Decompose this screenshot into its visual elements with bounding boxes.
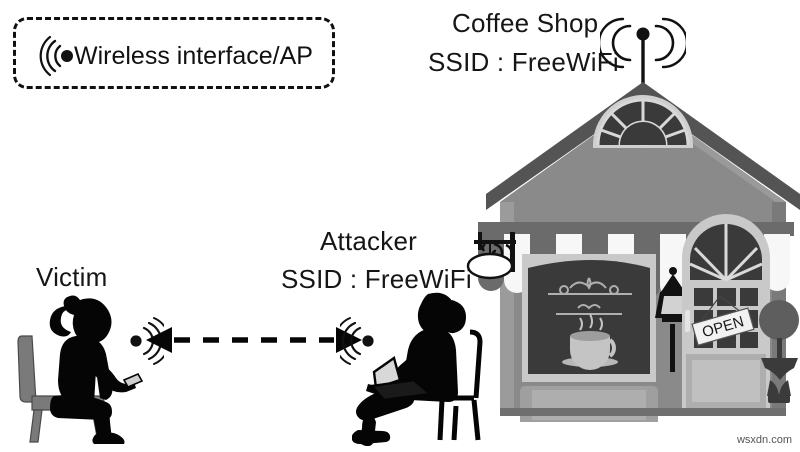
shop-door: OPEN xyxy=(682,214,770,410)
wireless-signal-icon xyxy=(340,316,378,366)
coffee-cup-icon xyxy=(562,313,618,370)
legend-label: Wireless interface/AP xyxy=(74,42,313,70)
fan-window xyxy=(593,95,693,148)
coffee-shop-ssid-label: SSID : FreeWiFi xyxy=(428,47,619,77)
attacker-title: Attacker xyxy=(320,226,417,256)
seated-woman-with-phone-icon xyxy=(14,292,164,444)
victim-title: Victim xyxy=(36,262,108,292)
coffee-shop-title: Coffee Shop xyxy=(452,8,599,38)
wireless-signal-icon xyxy=(30,34,78,78)
hanging-shop-sign-icon xyxy=(466,228,528,298)
watermark: wsxdn.com xyxy=(736,434,792,446)
seated-woman-with-laptop-icon xyxy=(352,288,492,446)
shop-window xyxy=(520,254,658,422)
attacker-ssid-label: SSID : FreeWiFi xyxy=(281,264,472,294)
coffee-shop-building: OPEN xyxy=(470,82,800,422)
bidirectional-dashed-arrow-icon xyxy=(146,322,362,358)
legend-box: Wireless interface/AP xyxy=(13,17,335,89)
potted-topiary-icon xyxy=(757,298,800,404)
